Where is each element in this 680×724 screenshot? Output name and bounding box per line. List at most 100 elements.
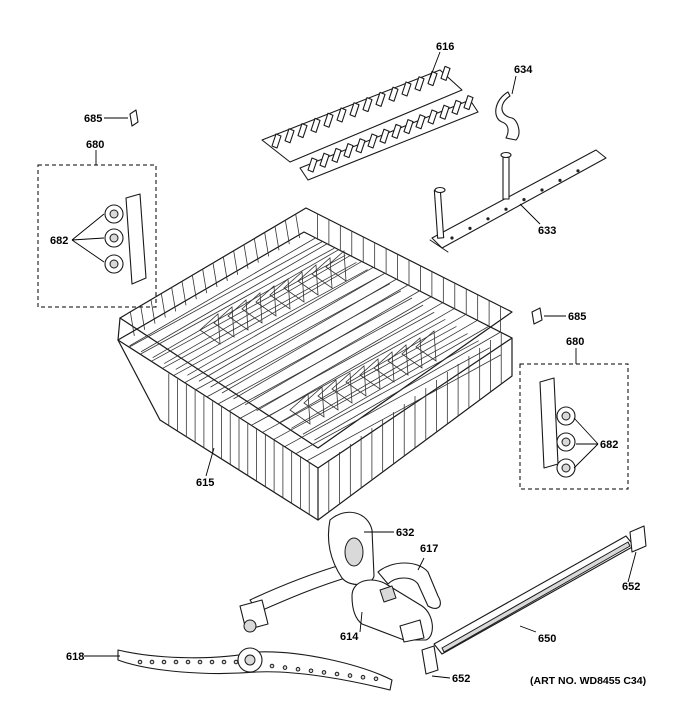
label-685-right: 685 (568, 311, 586, 323)
label-616: 616 (436, 41, 454, 53)
rack-tine (255, 285, 277, 317)
end-cap-652-right (629, 525, 647, 553)
spray-hole (486, 217, 490, 221)
rack-tine (269, 278, 291, 310)
tine (401, 81, 412, 97)
tine (349, 102, 360, 118)
tine (391, 123, 402, 139)
spray-hole (522, 198, 526, 202)
stopper-685-right (531, 307, 543, 325)
tine (440, 65, 451, 81)
rack-wire (222, 256, 228, 281)
rack-tine (317, 379, 339, 411)
rack-wire (262, 326, 457, 433)
rack-wire (284, 220, 290, 245)
spray-hole (540, 188, 544, 192)
tine-row-616 (261, 65, 479, 181)
rack-wire (140, 243, 328, 353)
rack-wire (240, 311, 435, 419)
spray-hole (558, 178, 562, 182)
spray-hole (321, 670, 327, 675)
rack-wire (253, 238, 259, 263)
rack-wire (284, 340, 479, 448)
wheel-682-right-3 (556, 458, 576, 478)
rack-wire (128, 240, 324, 348)
rack-wire (162, 262, 357, 369)
rack-wire (274, 226, 280, 251)
rack-tine (387, 344, 409, 376)
tine (451, 99, 462, 115)
spray-hole (308, 668, 314, 674)
label-682-left: 682 (50, 235, 68, 247)
rack-wire (233, 290, 420, 400)
tine (414, 76, 425, 92)
wheel-682-right-2 (556, 432, 576, 452)
wheel-682-left-1 (104, 204, 124, 224)
tine (367, 133, 378, 149)
spray-hole (197, 659, 203, 665)
rack-wire (181, 281, 187, 306)
rail-650 (433, 535, 635, 655)
spray-hole (504, 207, 508, 211)
detail-box-680-right (519, 363, 629, 490)
spray-hole (334, 671, 340, 677)
rack-wire (295, 214, 301, 239)
rack-wire (202, 269, 208, 294)
wheel-682-right-1 (556, 406, 576, 426)
rack-wire (184, 276, 379, 384)
label-680-top: 680 (86, 139, 104, 151)
label-652-bottom: 652 (452, 673, 470, 685)
rack-wire (295, 347, 490, 455)
tine (307, 157, 318, 173)
rack-tine (283, 271, 305, 303)
spray-hole (137, 659, 143, 665)
rack-wire (264, 232, 270, 257)
label-685-top: 685 (84, 113, 102, 125)
tine (362, 97, 373, 113)
manifold-614 (351, 579, 433, 643)
label-650: 650 (538, 633, 556, 645)
label-632: 632 (396, 527, 414, 539)
rack-wire (160, 293, 166, 318)
wheel-682-left-3 (104, 254, 124, 274)
rack-wire (129, 237, 316, 347)
clip-634 (495, 91, 520, 141)
tine (375, 91, 386, 107)
rack-tine (415, 330, 437, 362)
tine (310, 117, 321, 133)
rack-wire (140, 305, 146, 330)
rack-wire (191, 275, 197, 300)
upper-rack-615 (117, 207, 513, 521)
tine (355, 138, 366, 154)
label-617: 617 (420, 543, 438, 555)
rack-wire (212, 262, 218, 288)
rack-wire (198, 272, 386, 382)
rack-tine (199, 313, 221, 345)
end-cap-652-bottom (421, 645, 439, 675)
rack-wire (306, 354, 502, 462)
spray-hole (450, 236, 454, 240)
spray-hole (347, 673, 353, 678)
tine (379, 128, 390, 144)
art-number: (ART NO. WD8455 C34) (530, 675, 646, 687)
tine (323, 112, 334, 128)
detail-box-680-left (37, 164, 157, 308)
conduit-632 (239, 511, 375, 633)
rack-tine (401, 337, 423, 369)
label-615: 615 (196, 477, 214, 489)
rack-wire (314, 331, 501, 441)
rack-tine (303, 386, 325, 418)
rack-wire (150, 299, 156, 324)
stopper-685-top (129, 109, 139, 127)
rack-wire (171, 287, 177, 312)
rack-tine (331, 372, 353, 404)
spray-arm-618 (117, 647, 393, 691)
rack-tine (345, 365, 367, 397)
spray-hole (282, 665, 288, 670)
rack-tine (325, 250, 347, 282)
spray-hole (360, 674, 366, 680)
rack-wire (302, 325, 490, 435)
rack-tine (373, 351, 395, 383)
rack-wire (217, 297, 413, 405)
spray-hole (373, 676, 379, 682)
